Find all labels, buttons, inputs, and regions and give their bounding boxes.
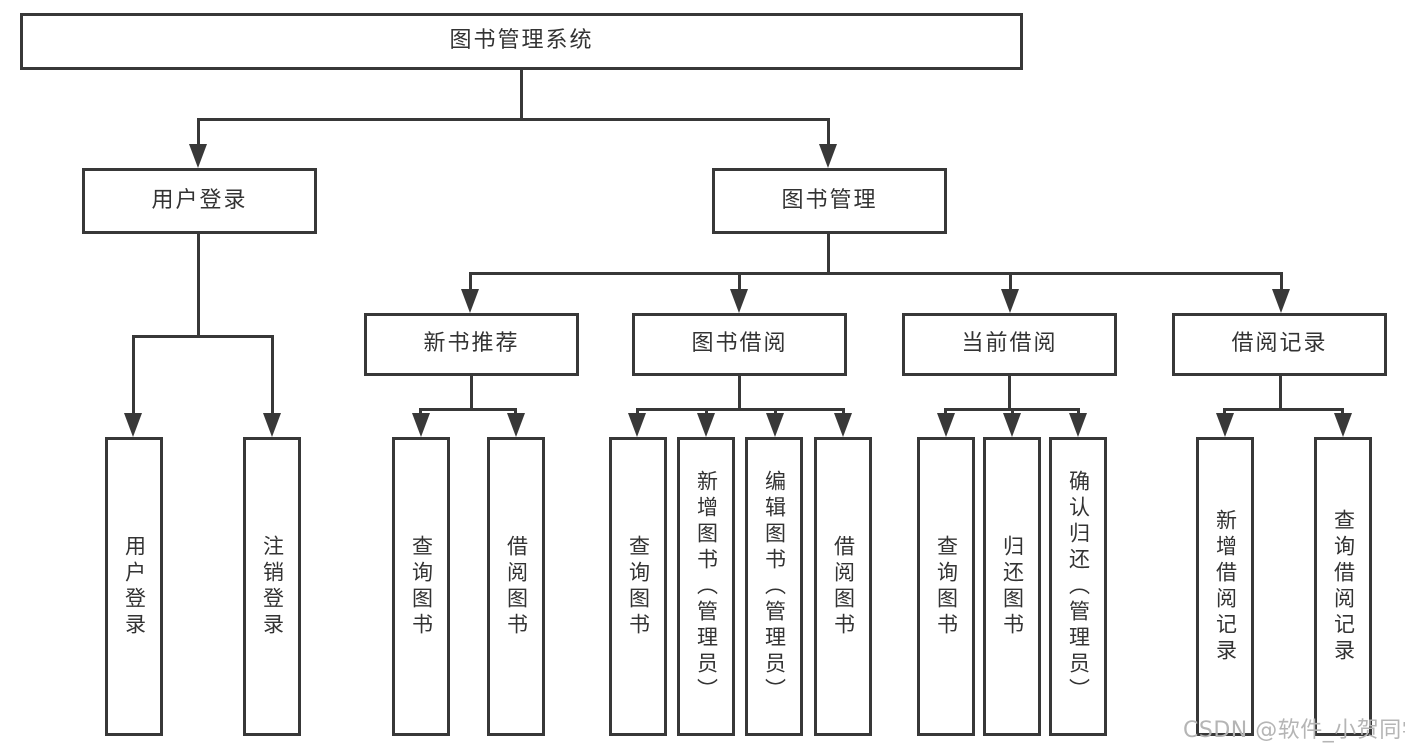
connector-line [738,376,741,410]
arrowhead-down-icon [730,289,748,313]
connector-line [419,408,517,411]
arrowhead-down-icon [507,413,525,437]
connector-line [944,408,947,416]
node-label: 查询图书 [934,534,959,639]
node-leaf-query-books-recommend: 查询图书 [392,437,450,736]
node-leaf-add-borrow-record: 新增借阅记录 [1196,437,1254,736]
node-label: 注销登录 [260,534,285,639]
node-label: 当前借阅 [961,331,1058,357]
connector-line [514,408,517,416]
connector-line [197,118,830,121]
node-label: 查询图书 [409,534,434,639]
node-label: 图书借阅 [691,331,788,357]
connector-line [271,335,274,417]
connector-line [1223,408,1226,416]
connector-line [1008,376,1011,410]
node-label: 图书管理 [781,187,878,213]
node-label: 图书管理系统 [449,28,594,54]
node-leaf-confirm-return-admin: 确认归还（管理员） [1049,437,1107,736]
node-borrowing-records: 借阅记录 [1172,313,1387,376]
connector-line [827,118,830,148]
arrowhead-down-icon [697,413,715,437]
connector-line [738,272,741,292]
connector-line [1009,272,1012,292]
node-current-borrowing: 当前借阅 [902,313,1117,376]
connector-line [470,376,473,410]
connector-line [774,408,777,416]
connector-line [1279,376,1282,410]
node-book-borrowing: 图书借阅 [632,313,847,376]
arrowhead-down-icon [937,413,955,437]
connector-line [827,234,830,274]
arrowhead-down-icon [461,289,479,313]
arrowhead-down-icon [834,413,852,437]
node-label: 归还图书 [1000,534,1025,639]
node-label: 借阅图书 [504,534,529,639]
node-leaf-add-book-admin: 新增图书（管理员） [677,437,735,736]
arrowhead-down-icon [1003,413,1021,437]
node-leaf-edit-book-admin: 编辑图书（管理员） [745,437,803,736]
node-label: 新书推荐 [423,331,520,357]
connector-line [1077,408,1080,416]
connector-line [1011,408,1014,416]
connector-line [1280,272,1283,292]
connector-line [469,272,472,292]
node-label: 用户登录 [151,187,248,213]
arrowhead-down-icon [1069,413,1087,437]
connector-line [1341,408,1344,416]
arrowhead-down-icon [412,413,430,437]
connector-line [132,335,135,417]
node-label: 查询借阅记录 [1331,508,1356,665]
arrowhead-down-icon [189,144,207,168]
node-label: 编辑图书（管理员） [762,469,787,704]
node-leaf-return-book: 归还图书 [983,437,1041,736]
connector-line [419,408,422,416]
node-book-management: 图书管理 [712,168,947,234]
node-label: 查询图书 [626,534,651,639]
arrowhead-down-icon [124,413,142,437]
connector-line [469,272,1283,275]
node-library-management-system: 图书管理系统 [20,13,1023,70]
arrowhead-down-icon [1272,289,1290,313]
node-leaf-query-books-current: 查询图书 [917,437,975,736]
node-leaf-borrow-books-recommend: 借阅图书 [487,437,545,736]
node-label: 用户登录 [122,534,147,639]
arrowhead-down-icon [263,413,281,437]
node-label: 借阅记录 [1231,331,1328,357]
connector-line [636,408,639,416]
connector-line [197,234,200,337]
node-label: 新增图书（管理员） [694,469,719,704]
node-leaf-logout: 注销登录 [243,437,301,736]
node-label: 确认归还（管理员） [1066,469,1091,704]
connector-line [132,335,274,338]
connector-line [705,408,708,416]
connector-line [520,70,523,118]
watermark: CSDN @软件_小贺同学 [1183,718,1405,743]
connector-line [197,118,200,148]
arrowhead-down-icon [1216,413,1234,437]
arrowhead-down-icon [1001,289,1019,313]
node-new-book-recommendation: 新书推荐 [364,313,579,376]
arrowhead-down-icon [819,144,837,168]
node-user-login: 用户登录 [82,168,317,234]
node-leaf-query-books-borrow: 查询图书 [609,437,667,736]
node-leaf-borrow-books: 借阅图书 [814,437,872,736]
arrowhead-down-icon [628,413,646,437]
arrowhead-down-icon [766,413,784,437]
arrowhead-down-icon [1334,413,1352,437]
node-leaf-user-login: 用户登录 [105,437,163,736]
connector-line [636,408,845,411]
connector-line [1223,408,1344,411]
node-label: 新增借阅记录 [1213,508,1238,665]
connector-line [842,408,845,416]
node-leaf-query-borrow-record: 查询借阅记录 [1314,437,1372,736]
node-label: 借阅图书 [831,534,856,639]
